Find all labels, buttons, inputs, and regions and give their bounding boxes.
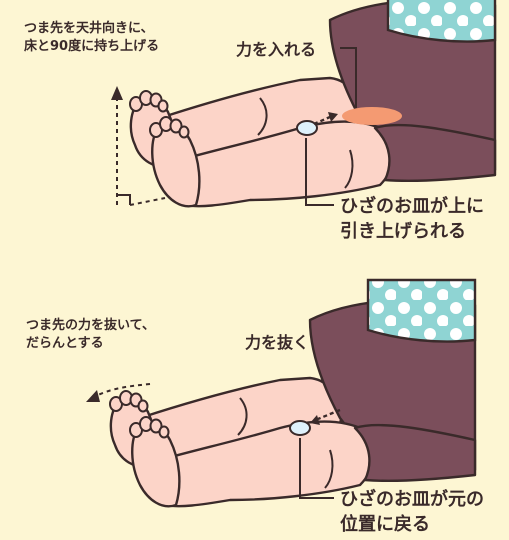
bottom-instruction-line-2: だらんとする <box>26 335 104 351</box>
pull-up-arrow-icon <box>313 112 338 126</box>
top-instruction-line-1: つま先を天井向きに、 <box>24 21 154 36</box>
up-arrow-icon <box>111 86 166 206</box>
bottom-instruction-line-1: つま先の力を抜いて、 <box>26 318 155 333</box>
top-instruction-line-2: 床と90度に持ち上げる <box>24 38 160 54</box>
return-arrow-icon <box>310 408 341 425</box>
bottom-instruction: つま先の力を抜いて、 だらんとする <box>26 317 155 352</box>
top-result-line-2: 引き上げられる <box>340 221 466 243</box>
relax-arrow-icon <box>86 383 151 402</box>
result-label-leader-bottom <box>299 438 334 499</box>
thigh-muscle-highlight <box>342 107 402 125</box>
force-label-leader <box>340 47 357 108</box>
kneecap-raised <box>296 120 318 136</box>
top-instruction: つま先を天井向きに、 床と90度に持ち上げる <box>24 20 159 55</box>
bottom-illustration <box>86 278 477 508</box>
result-label-leader <box>305 138 334 206</box>
force-label: 力を入れる <box>236 40 317 59</box>
bottom-result-line-1: ひざのお皿が元の <box>340 489 484 510</box>
bottom-result: ひざのお皿が元の 位置に戻る <box>340 487 484 537</box>
top-result-line-1: ひざのお皿が上に <box>340 196 484 217</box>
bottom-result-line-2: 位置に戻る <box>340 514 430 536</box>
top-illustration <box>111 0 497 208</box>
release-label: 力を抜く <box>245 333 310 352</box>
top-result: ひざのお皿が上に 引き上げられる <box>340 194 484 244</box>
kneecap-relaxed <box>289 420 311 436</box>
